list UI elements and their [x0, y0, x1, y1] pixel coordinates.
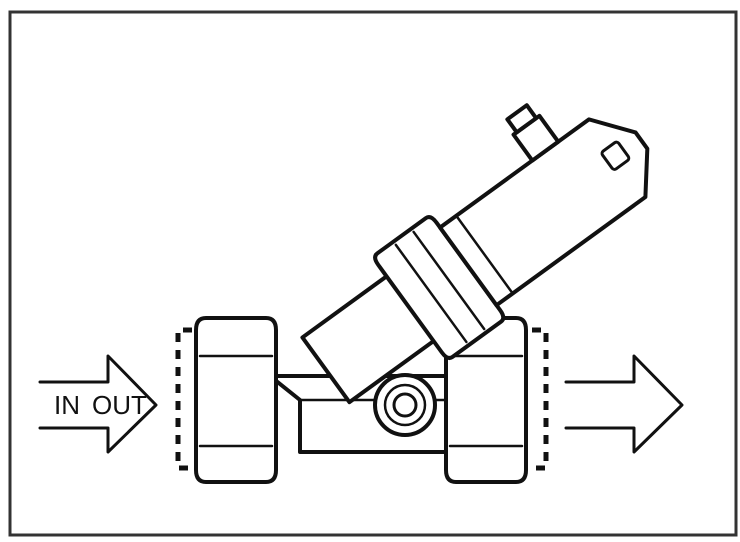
inlet-arrow-icon — [38, 354, 158, 454]
inlet-connection-outline — [175, 327, 192, 471]
actuator-assembly — [300, 103, 650, 405]
valve-body — [194, 316, 528, 484]
outlet-arrow-icon — [564, 354, 684, 454]
outlet-label: OUT — [92, 390, 147, 420]
outlet-connection-outline — [532, 327, 549, 471]
diagram-border — [8, 10, 738, 537]
inlet-label: IN — [54, 390, 80, 420]
